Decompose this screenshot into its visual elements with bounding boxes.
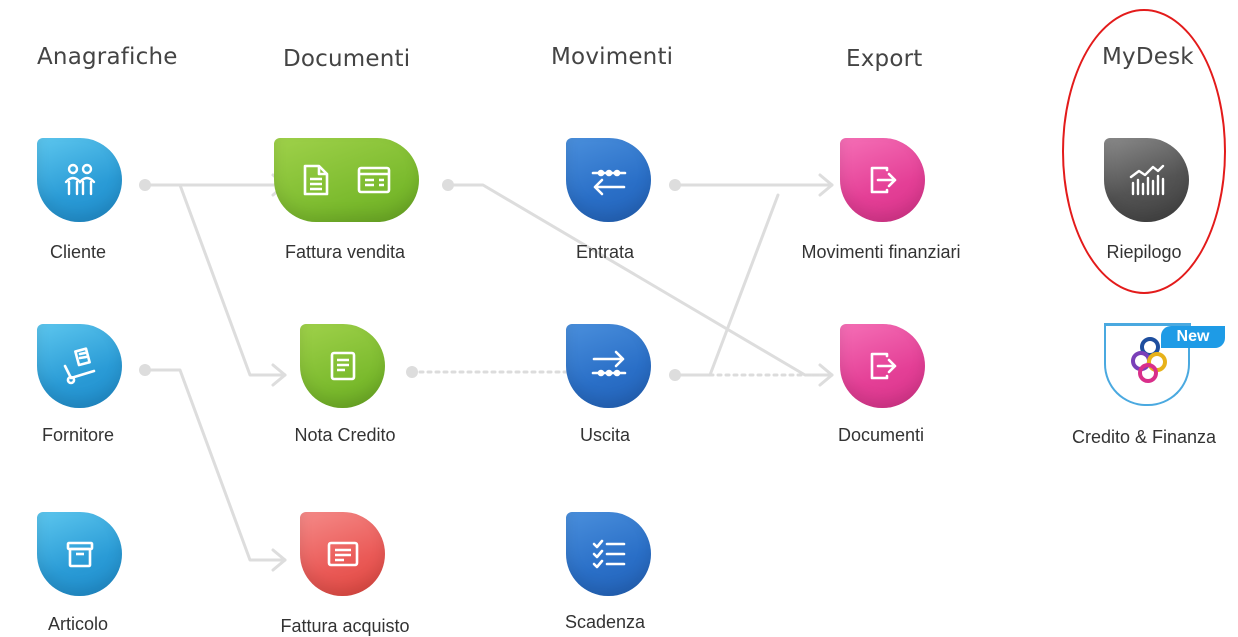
checklist-icon bbox=[591, 537, 627, 571]
hand-truck-icon bbox=[60, 346, 100, 386]
uscita-label[interactable]: Uscita bbox=[579, 425, 631, 445]
column-title-movimenti: Movimenti bbox=[551, 44, 674, 70]
fornitore-label[interactable]: Fornitore bbox=[41, 425, 115, 445]
fornitore-tile[interactable] bbox=[37, 324, 122, 408]
riepilogo-tile[interactable] bbox=[1104, 138, 1189, 222]
chart-icon bbox=[1127, 163, 1167, 197]
credito-finanza-label[interactable]: Credito & Finanza bbox=[1071, 427, 1217, 447]
connector-dot bbox=[406, 366, 418, 378]
box-icon bbox=[63, 537, 97, 571]
documenti-export-label[interactable]: Documenti bbox=[837, 425, 925, 445]
export-icon bbox=[867, 164, 899, 196]
connector-dot bbox=[139, 179, 151, 191]
export-icon bbox=[867, 350, 899, 382]
connector-dot bbox=[139, 364, 151, 376]
connector-dot bbox=[669, 179, 681, 191]
arrowhead-nota-credito bbox=[271, 363, 287, 387]
nota-credito-label[interactable]: Nota Credito bbox=[294, 425, 396, 445]
connector-cliente-nota-credito bbox=[178, 183, 287, 377]
column-title-anagrafiche: Anagrafiche bbox=[37, 44, 178, 70]
arrowhead-documenti bbox=[818, 363, 834, 387]
incoming-arrow-icon bbox=[589, 164, 629, 196]
cliente-label[interactable]: Cliente bbox=[49, 242, 107, 262]
movimenti-finanziari-tile[interactable] bbox=[840, 138, 925, 222]
linked-rings-icon bbox=[1128, 335, 1172, 388]
cliente-tile[interactable] bbox=[37, 138, 122, 222]
document-icon bbox=[302, 163, 330, 197]
fattura-acquisto-label[interactable]: Fattura acquisto bbox=[280, 616, 410, 636]
connector-fornitore-fattura-acquisto bbox=[143, 368, 287, 562]
nota-credito-tile[interactable] bbox=[300, 324, 385, 408]
riepilogo-label[interactable]: Riepilogo bbox=[1106, 242, 1182, 262]
fattura-vendita-label[interactable]: Fattura vendita bbox=[284, 242, 406, 262]
connector-dot bbox=[442, 179, 454, 191]
column-title-export: Export bbox=[846, 46, 923, 72]
scadenza-label[interactable]: Scadenza bbox=[564, 612, 646, 632]
fattura-acquisto-tile[interactable] bbox=[300, 512, 385, 596]
arrowhead-fattura-acquisto bbox=[271, 548, 287, 572]
movimenti-finanziari-label[interactable]: Movimenti finanziari bbox=[801, 242, 961, 262]
credit-note-icon bbox=[328, 350, 358, 382]
purchase-invoice-icon bbox=[326, 539, 360, 569]
documenti-export-tile[interactable] bbox=[840, 324, 925, 408]
fattura-vendita-tile[interactable] bbox=[274, 138, 419, 222]
outgoing-arrow-icon bbox=[589, 350, 629, 382]
articolo-tile[interactable] bbox=[37, 512, 122, 596]
invoice-card-icon bbox=[356, 165, 392, 195]
connector-dot bbox=[669, 369, 681, 381]
customers-icon bbox=[62, 162, 98, 198]
uscita-tile[interactable] bbox=[566, 324, 651, 408]
connector-uscita-movimenti-finanziari bbox=[673, 193, 780, 377]
entrata-tile[interactable] bbox=[566, 138, 651, 222]
articolo-label[interactable]: Articolo bbox=[47, 614, 109, 634]
column-title-mydesk: MyDesk bbox=[1102, 44, 1194, 70]
arrowhead-movimenti-finanziari bbox=[818, 173, 834, 197]
column-title-documenti: Documenti bbox=[283, 46, 411, 72]
scadenza-tile[interactable] bbox=[566, 512, 651, 596]
entrata-label[interactable]: Entrata bbox=[575, 242, 635, 262]
new-badge: New bbox=[1161, 326, 1225, 348]
